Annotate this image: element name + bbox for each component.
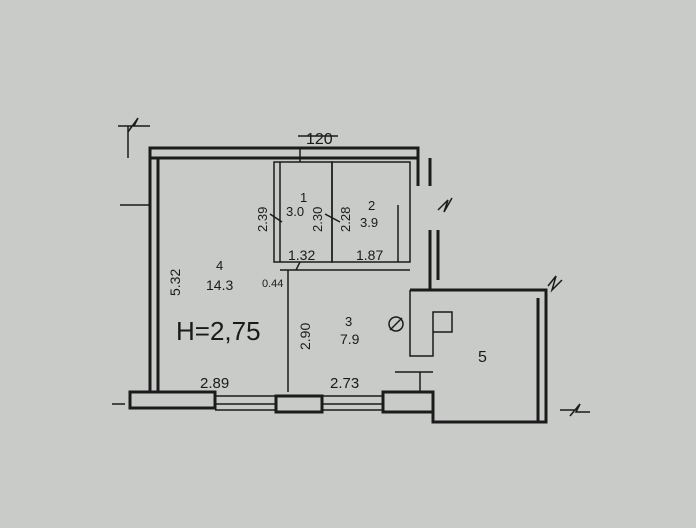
dim-2-30: 2.30 [310, 207, 325, 232]
top-dimension-label: 120 [306, 131, 333, 148]
dim-0-44: 0.44 [262, 278, 283, 290]
room-3-area: 7.9 [340, 331, 360, 347]
room-4-area: 14.3 [206, 277, 233, 293]
room-4-number: 4 [216, 258, 223, 273]
dim-2-90: 2.90 [297, 323, 313, 350]
walls [112, 117, 590, 424]
dim-2-73: 2.73 [330, 375, 359, 392]
dim-2-28: 2.28 [338, 207, 353, 232]
room-2-number: 2 [368, 198, 375, 213]
room-1-area: 3.0 [286, 204, 304, 219]
dim-5-32: 5.32 [167, 269, 183, 296]
dim-2-89: 2.89 [200, 375, 229, 392]
ceiling-height-label: H=2,75 [176, 316, 261, 346]
room-3-number: 3 [345, 314, 352, 329]
dim-1-87: 1.87 [356, 247, 383, 263]
room-1-number: 1 [300, 190, 307, 205]
room-2-area: 3.9 [360, 215, 378, 230]
room-5-number: 5 [478, 349, 487, 366]
dim-2-39: 2.39 [255, 207, 270, 232]
dim-1-32: 1.32 [288, 247, 315, 263]
